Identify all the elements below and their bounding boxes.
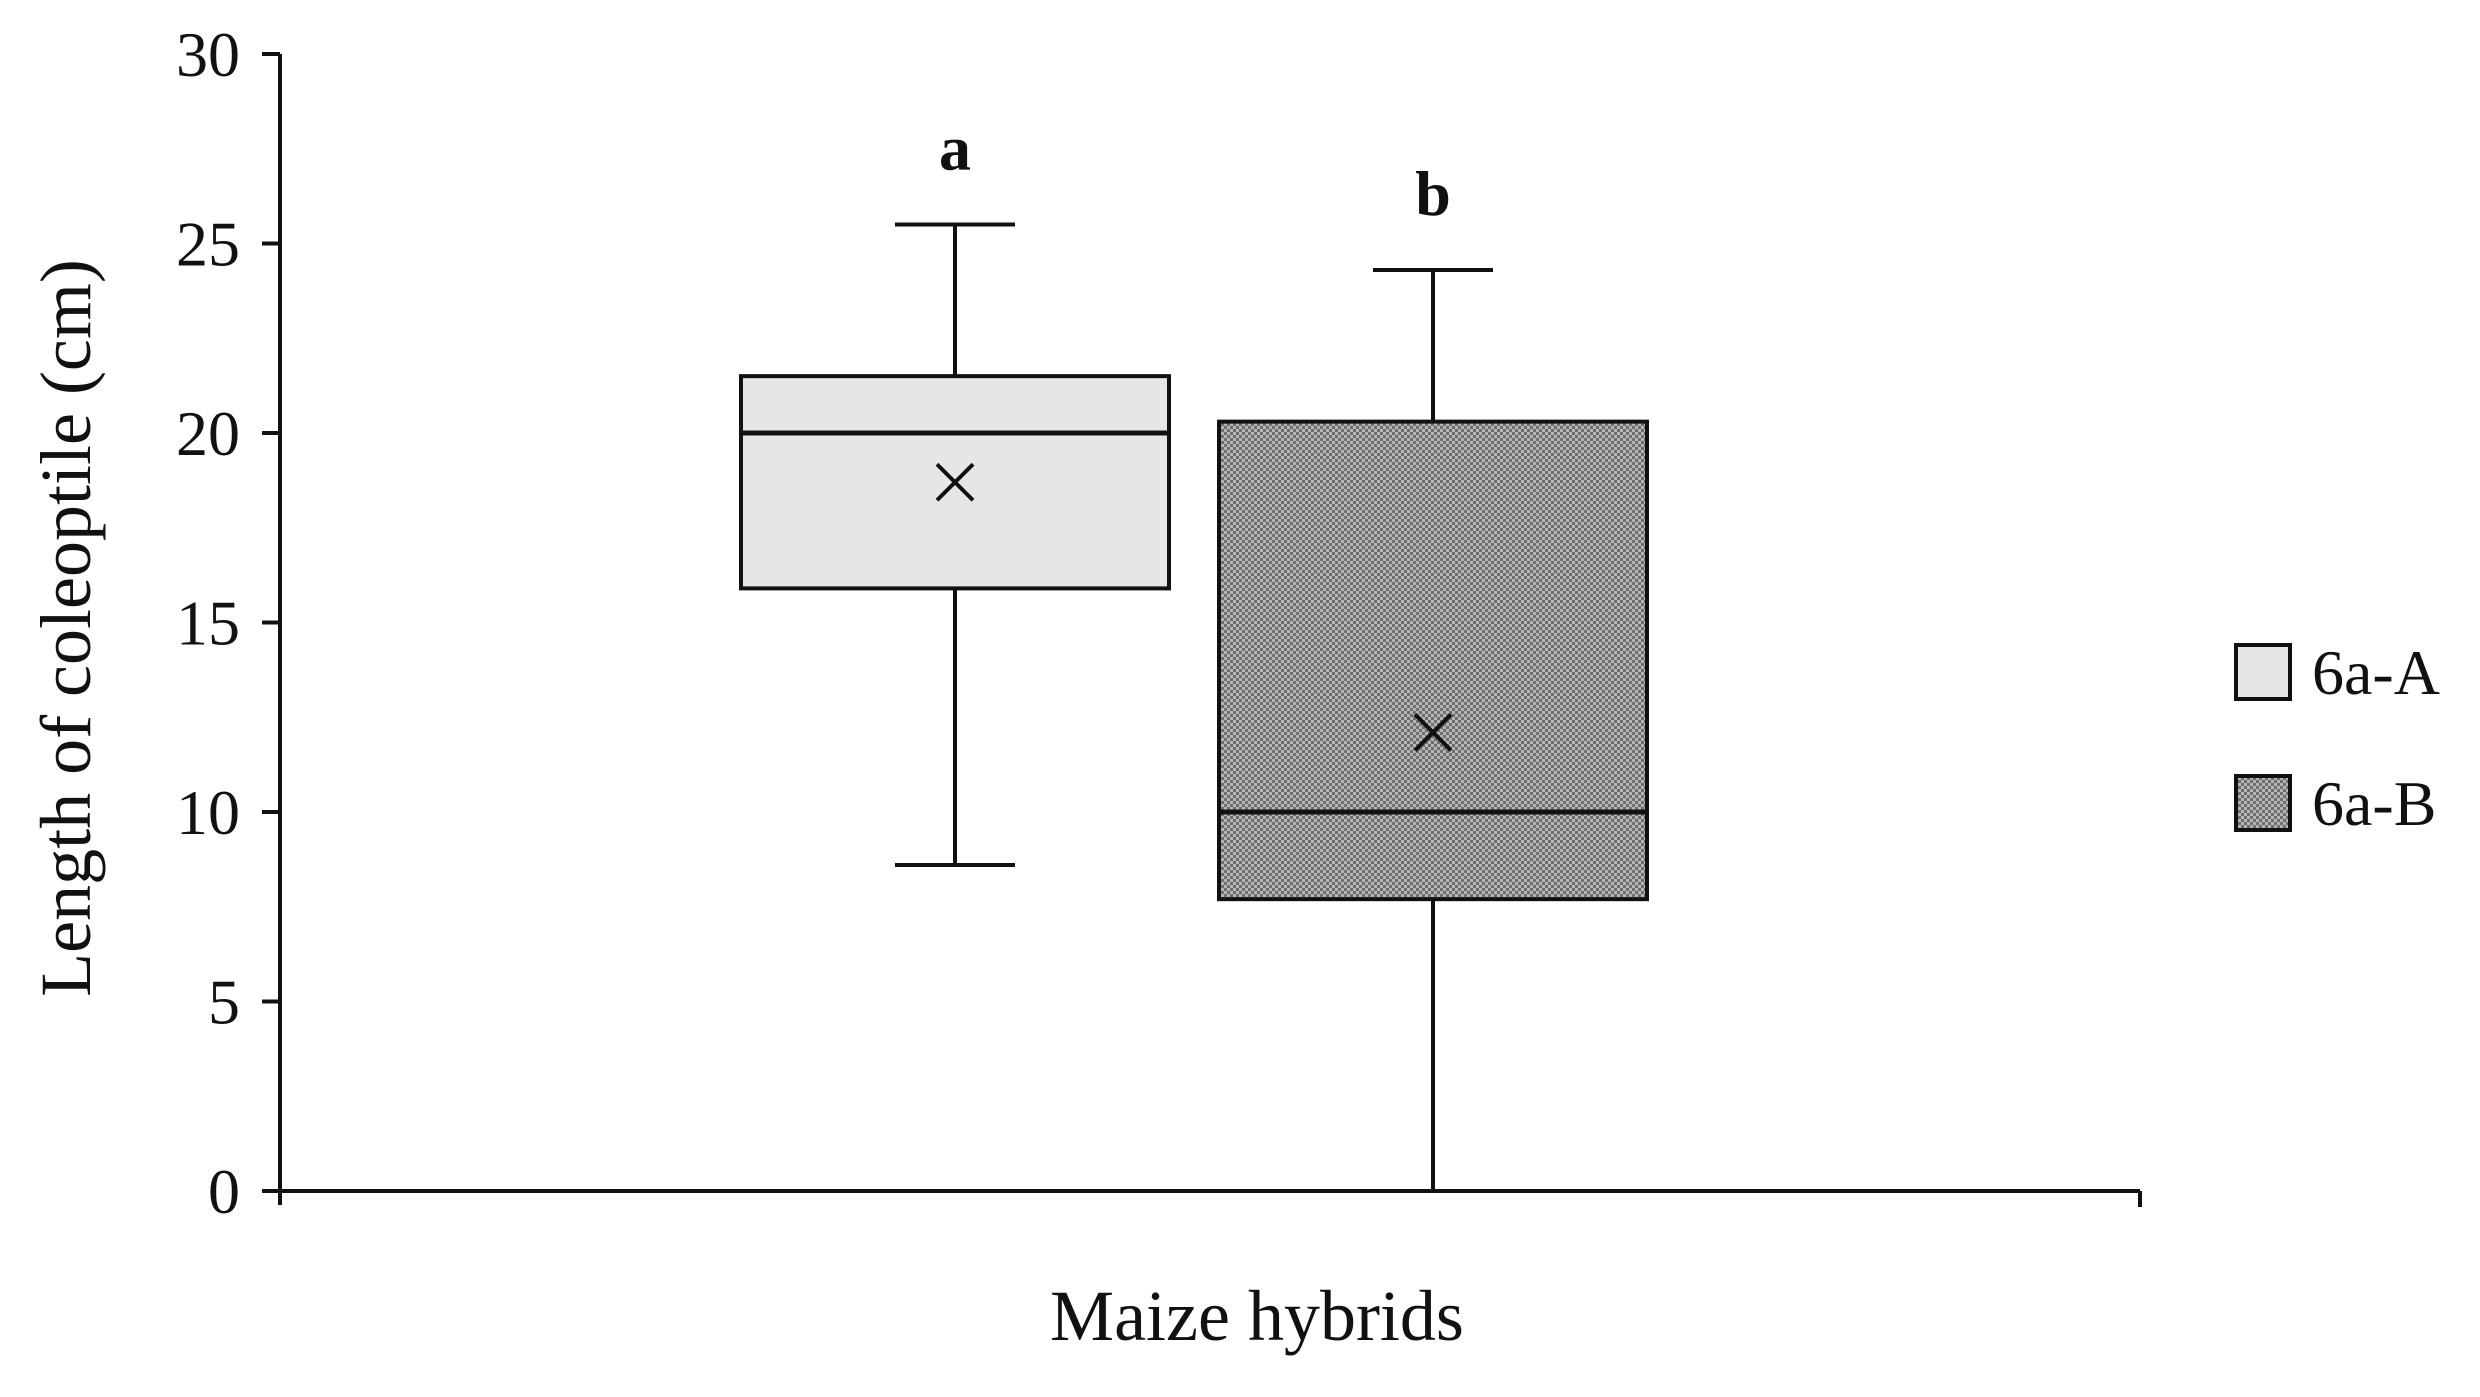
- y-tick-label: 10: [176, 777, 240, 848]
- y-tick-label: 5: [208, 967, 240, 1038]
- mean-marker: [935, 462, 975, 502]
- legend: 6a-A 6a-B: [2234, 637, 2440, 839]
- iqr-box: [1217, 419, 1649, 902]
- legend-swatch: [2234, 774, 2292, 832]
- y-axis-title: Length of coleoptile (cm): [26, 259, 106, 997]
- y-tick-label: 25: [176, 209, 240, 280]
- boxes-group: ab: [739, 113, 1649, 1193]
- legend-label: 6a-B: [2312, 768, 2436, 839]
- x-axis: [280, 1189, 2142, 1207]
- y-tick-label: 20: [176, 398, 240, 469]
- significance-letter: a: [939, 113, 971, 184]
- y-axis: 0 5 10 15 20 25 30: [176, 19, 282, 1227]
- legend-swatch: [2234, 643, 2292, 701]
- legend-label: 6a-A: [2312, 637, 2440, 708]
- y-tick-label: 0: [208, 1156, 240, 1227]
- legend-item-6a-B: 6a-B: [2234, 768, 2436, 839]
- legend-item-6a-A: 6a-A: [2234, 637, 2440, 708]
- mean-marker: [1413, 712, 1453, 752]
- box-6a-A: a: [739, 113, 1171, 868]
- x-axis-title: Maize hybrids: [1050, 1276, 1464, 1356]
- y-tick-label: 30: [176, 19, 240, 90]
- box-6a-B: b: [1217, 158, 1649, 1193]
- y-tick-label: 15: [176, 588, 240, 659]
- significance-letter: b: [1415, 158, 1451, 229]
